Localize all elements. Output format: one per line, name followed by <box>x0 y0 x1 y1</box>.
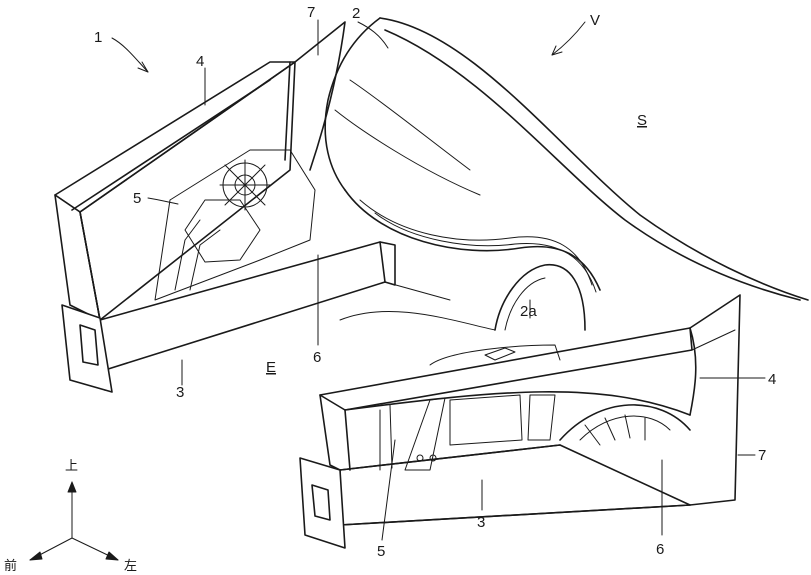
axis-up-label: 上 <box>65 459 78 474</box>
label-space-e: E <box>266 359 276 376</box>
right-side-assembly <box>299 294 741 549</box>
label-view-v: V <box>590 12 600 29</box>
floor-line <box>339 310 496 331</box>
label-upper-member-4-left: 4 <box>196 53 204 70</box>
floor-edge <box>384 281 451 301</box>
label-side-member-3-right: 3 <box>477 514 485 531</box>
label-assembly-1: 1 <box>94 29 102 46</box>
label-bracket-5-right: 5 <box>377 543 385 560</box>
label-dash-panel-2: 2 <box>352 5 360 22</box>
label-inner-6-left: 6 <box>313 349 321 366</box>
axis-left-label: 左 <box>124 559 137 574</box>
label-apron-7-left: 7 <box>307 4 315 21</box>
label-wheel-house-2a: 2a <box>520 303 537 320</box>
axis-front-label: 前 <box>4 558 17 574</box>
label-inner-6-right: 6 <box>656 541 664 558</box>
label-apron-7-right: 7 <box>758 447 766 464</box>
label-space-s: S <box>637 112 647 129</box>
direction-axes: 上 前 左 <box>4 459 137 574</box>
label-upper-member-4-right: 4 <box>768 371 776 388</box>
dash-panel-2 <box>324 17 809 301</box>
left-side-assembly <box>54 21 396 393</box>
leader-lines <box>111 19 766 541</box>
label-bracket-5-left: 5 <box>133 190 141 207</box>
wheel-house-2a <box>494 264 586 331</box>
label-side-member-3-left: 3 <box>176 384 184 401</box>
